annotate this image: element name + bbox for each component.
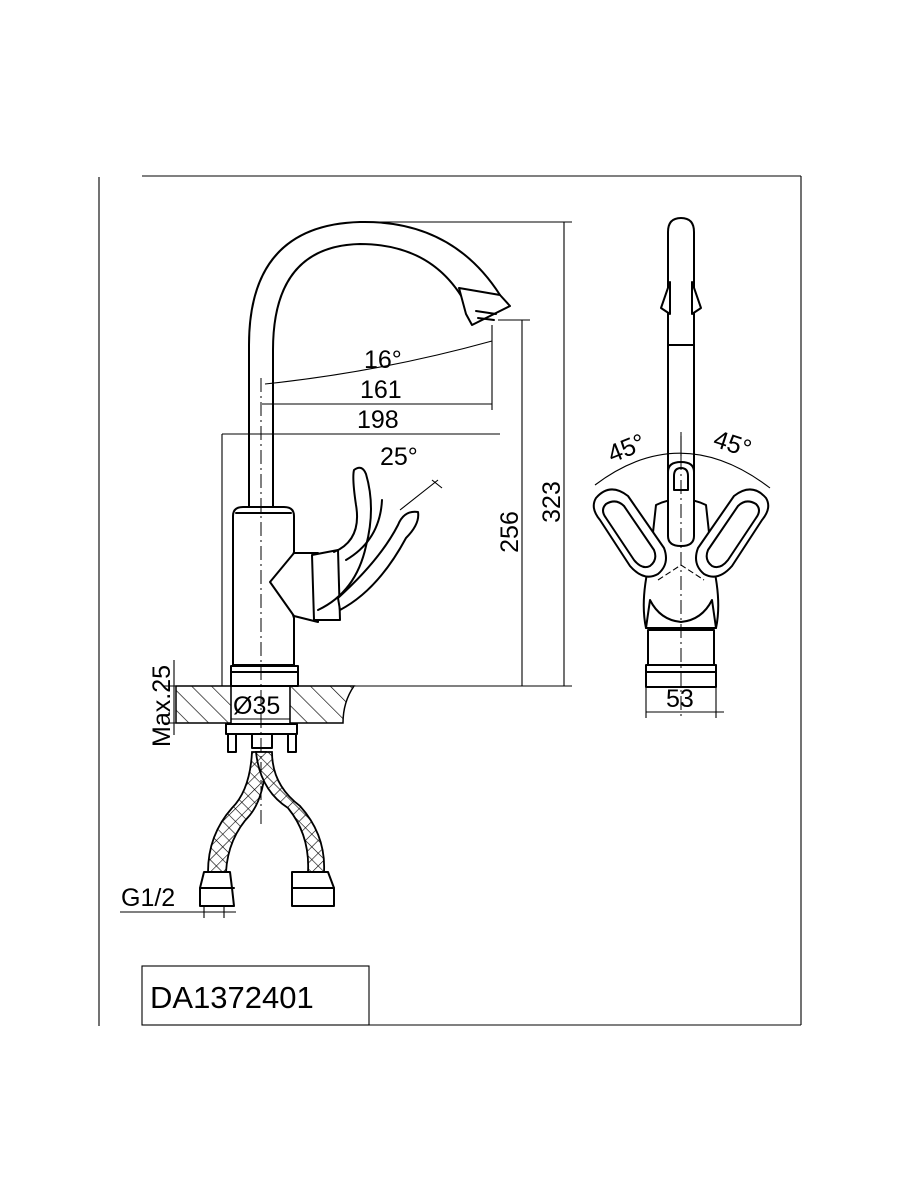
side-view: 16° 161 198 25° 256 [120,220,572,918]
spout [248,220,511,507]
svg-text:323: 323 [538,481,566,523]
dim-spout-reach: 161 [262,376,492,405]
dim-handle-height: 256 [496,319,530,686]
svg-text:25°: 25° [380,443,418,471]
svg-text:G1/2: G1/2 [121,884,175,912]
front-handle-right [695,488,770,578]
faucet-body [230,506,299,687]
dim-hole-diameter: Ø35 [230,686,291,724]
svg-text:45°: 45° [604,428,650,468]
handle [269,466,420,623]
dim-overall-height: 323 [290,221,572,687]
dim-max-deck-thickness: Max.25 [148,660,190,747]
supply-hoses [199,751,335,907]
front-handle-left [592,488,667,578]
front-view: 45° 45° 53 [592,217,771,720]
title-block: DA1372401 [141,965,370,1026]
svg-text:Ø35: Ø35 [233,692,280,720]
svg-text:45°: 45° [710,425,755,463]
dim-overall-reach: 198 [221,406,500,686]
model-code: DA1372401 [150,980,314,1015]
dim-handle-angle: 25° [380,443,443,511]
dim-thread: G1/2 [120,884,236,918]
svg-text:161: 161 [360,376,402,404]
dim-base-width: 53 [645,685,724,718]
mounting-assembly [225,723,298,753]
svg-text:198: 198 [357,406,399,434]
svg-text:53: 53 [666,685,694,713]
front-spout [660,217,702,493]
svg-text:16°: 16° [364,346,402,374]
svg-text:256: 256 [496,511,524,553]
dim-spout-angle: 16° [264,325,493,410]
svg-text:Max.25: Max.25 [148,665,176,747]
